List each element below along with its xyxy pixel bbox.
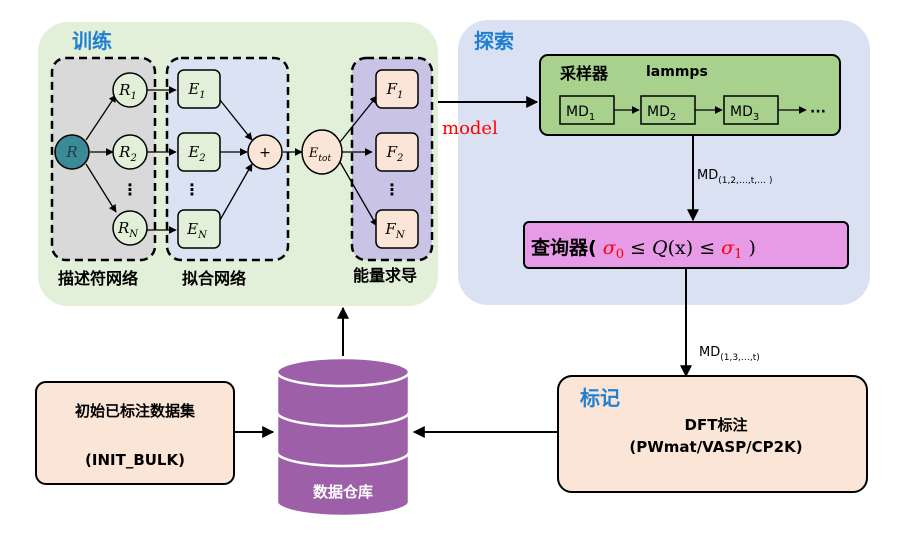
r1-node bbox=[112, 72, 148, 108]
init-dataset-line1: 初始已标注数据集 bbox=[75, 402, 196, 420]
sum-label: + bbox=[259, 145, 271, 161]
input-r-label: R bbox=[65, 143, 77, 161]
labeling-title: 标记 bbox=[580, 386, 620, 410]
e1-label: E1 bbox=[187, 80, 205, 101]
descriptor-network-label: 描述符网络 bbox=[58, 269, 138, 288]
e-ellipsis: ⋮ bbox=[184, 180, 200, 199]
r2-node bbox=[112, 134, 148, 170]
f1-label: F1 bbox=[386, 80, 404, 101]
f2-node bbox=[375, 132, 419, 172]
input-r-node bbox=[54, 134, 90, 170]
f1-node bbox=[375, 69, 419, 109]
sampler-title: 采样器 bbox=[559, 64, 609, 83]
etot-label: Etot bbox=[308, 146, 332, 164]
rn-label: RN bbox=[117, 219, 139, 240]
labeling-line2: (PWmat/VASP/CP2K) bbox=[629, 438, 802, 456]
fitting-network-label: 拟合网络 bbox=[182, 269, 246, 288]
query-formula: 查询器( σ0 ≤ Q(x) ≤ σ1 ) bbox=[530, 236, 756, 263]
r2-label: R2 bbox=[118, 143, 137, 164]
en-label: EN bbox=[186, 220, 208, 241]
f-ellipsis: ⋮ bbox=[384, 180, 400, 199]
md1-label: MD1 bbox=[566, 104, 595, 123]
etot-node bbox=[301, 129, 343, 175]
en-node bbox=[177, 209, 221, 249]
md2-box bbox=[640, 95, 696, 125]
r1-label: R1 bbox=[118, 81, 137, 102]
sampler-tool: lammps bbox=[646, 64, 708, 80]
training-title: 训练 bbox=[72, 29, 112, 53]
e1-node bbox=[177, 69, 221, 109]
md-output-label: MD(1,2,…,t,… ) bbox=[697, 168, 773, 186]
md2-label: MD2 bbox=[647, 104, 676, 123]
md3-label: MD3 bbox=[730, 104, 759, 123]
e2-label: E2 bbox=[187, 143, 205, 164]
descriptor-network-box bbox=[50, 56, 157, 262]
labeling-line1: DFT标注 bbox=[685, 416, 748, 434]
database-label: 数据仓库 bbox=[313, 483, 373, 501]
init-dataset-line2: (INIT_BULK) bbox=[85, 451, 185, 469]
query-output-label: MD(1,3,…,t) bbox=[699, 345, 760, 363]
e2-node bbox=[177, 132, 221, 172]
labeling-box bbox=[557, 375, 868, 493]
exploration-title: 探索 bbox=[474, 29, 514, 53]
f2-label: F2 bbox=[386, 143, 404, 164]
md-more: ··· bbox=[810, 104, 826, 120]
model-label: model bbox=[442, 118, 498, 139]
md3-box bbox=[723, 95, 779, 125]
database-cylinder bbox=[275, 356, 411, 518]
md1-box bbox=[559, 95, 615, 125]
r-ellipsis: ⋮ bbox=[122, 180, 138, 199]
fn-label: FN bbox=[384, 220, 405, 241]
sum-node bbox=[247, 134, 283, 170]
rn-node bbox=[112, 210, 148, 246]
fn-node bbox=[375, 209, 419, 249]
energy-derivative-label: 能量求导 bbox=[353, 266, 417, 285]
